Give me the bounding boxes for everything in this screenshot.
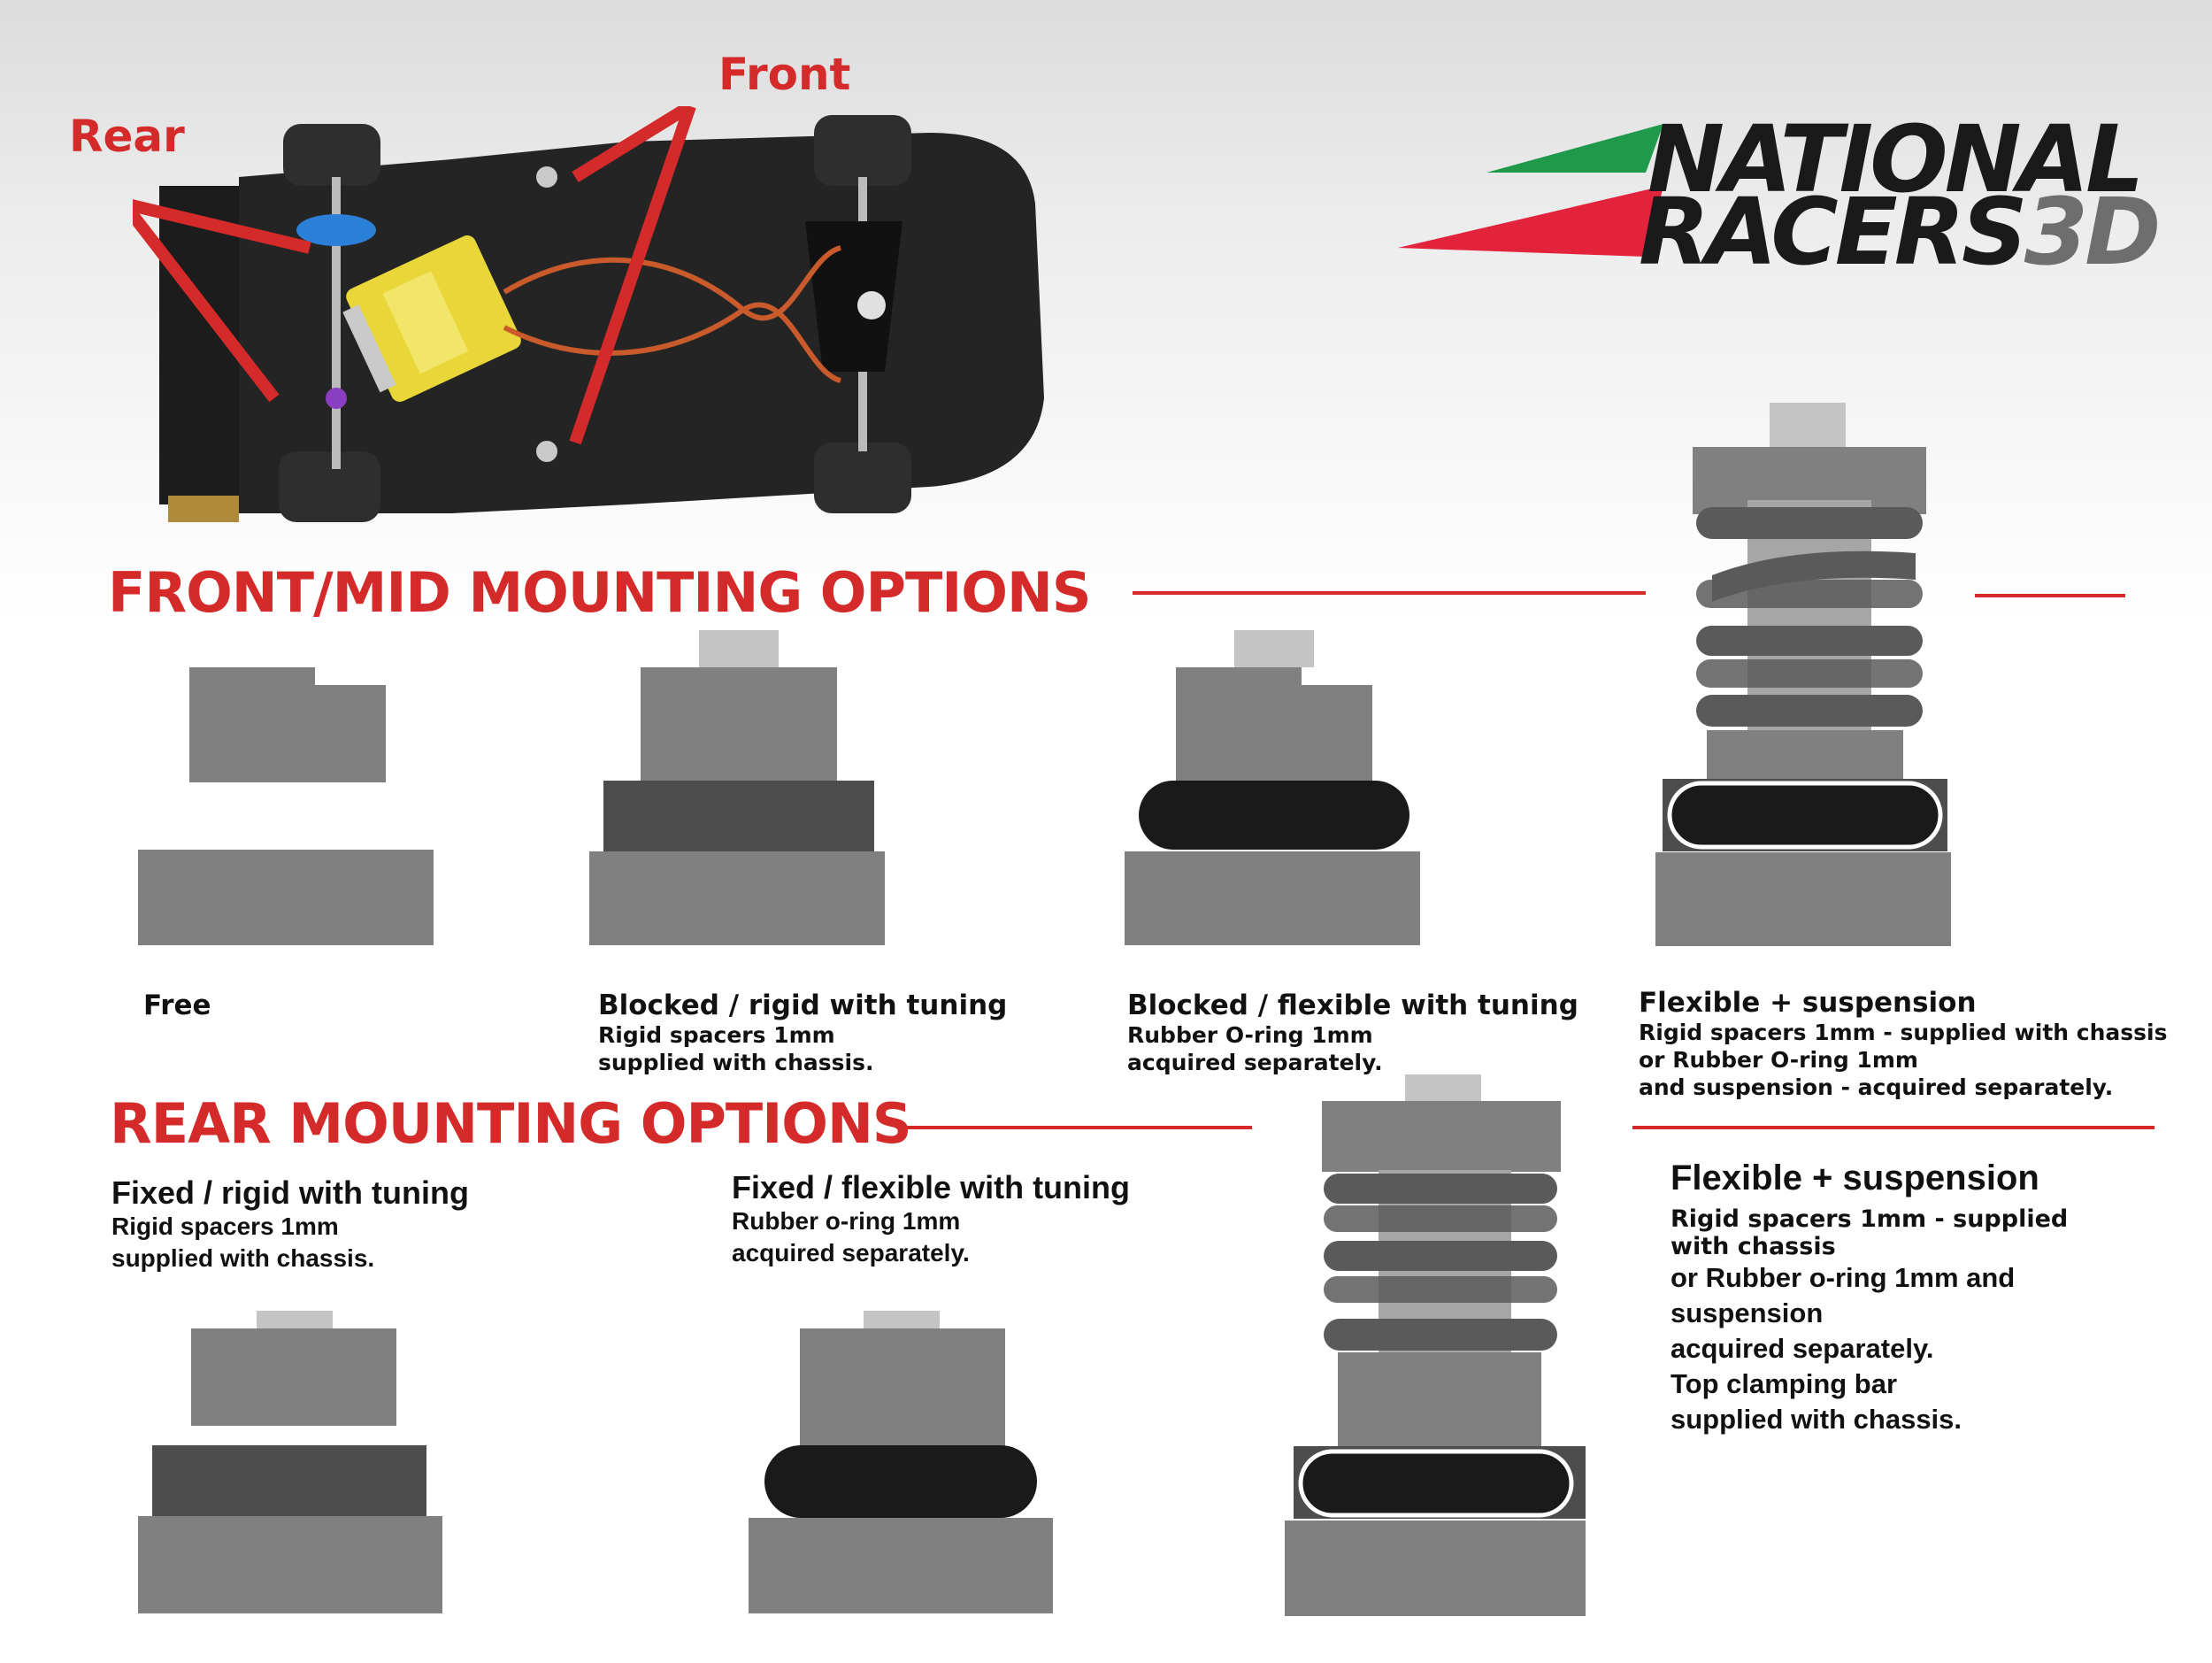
caption-blocked-rigid-title: Blocked / rigid with tuning (598, 989, 1008, 1021)
caption-free: Free (143, 989, 211, 1021)
caption-rear-suspension-line3: or Rubber o-ring 1mm and (1671, 1262, 2016, 1293)
caption-rear-flexible-title: Fixed / flexible with tuning (732, 1169, 1131, 1205)
caption-blocked-rigid: Blocked / rigid with tuning Rigid spacer… (598, 989, 1007, 1076)
caption-rear-flexible: Fixed / flexible with tuning Rubber o-ri… (732, 1170, 1130, 1269)
caption-blocked-rigid-line1: Rigid spacers 1mm (598, 1022, 835, 1048)
diagram-rear-suspension (1285, 1074, 1586, 1616)
front-mid-heading: FRONT/MID MOUNTING OPTIONS (108, 560, 1092, 625)
chassis-photo (133, 106, 1044, 522)
caption-front-suspension-line2: or Rubber O-ring 1mm (1639, 1047, 1918, 1073)
caption-rear-rigid-line1: Rigid spacers 1mm (111, 1213, 339, 1240)
front-pointer-1 (572, 106, 694, 182)
caption-front-suspension-line1: Rigid spacers 1mm - supplied with chassi… (1639, 1020, 2168, 1045)
caption-front-suspension-line3: and suspension - acquired separately. (1639, 1074, 2114, 1100)
caption-rear-suspension: Flexible + suspension Rigid spacers 1mm … (1671, 1158, 2068, 1437)
rear-bracket-base (168, 496, 239, 522)
caption-rear-rigid: Fixed / rigid with tuning Rigid spacers … (111, 1175, 469, 1274)
wire-top (503, 245, 842, 321)
caption-rear-suspension-line2: with chassis (1671, 1233, 1836, 1260)
caption-rear-suspension-line5: acquired separately. (1671, 1333, 1934, 1364)
rear-wheel-top (283, 124, 380, 186)
caption-rear-suspension-line1: Rigid spacers 1mm - supplied (1671, 1205, 2069, 1233)
caption-blocked-flexible-title: Blocked / flexible with tuning (1127, 989, 1578, 1021)
diagram-rear-flexible (749, 1311, 1053, 1613)
caption-rear-flexible-line1: Rubber o-ring 1mm (732, 1207, 961, 1235)
caption-blocked-flexible-line2: acquired separately. (1127, 1050, 1383, 1075)
rear-wheel-bottom (279, 451, 380, 522)
rear-divider-1 (902, 1126, 1252, 1129)
diagram-free (138, 667, 434, 945)
axle-bushing (326, 388, 347, 409)
motor (342, 235, 521, 402)
front-pointer-2 (569, 106, 696, 445)
caption-blocked-flexible-line1: Rubber O-ring 1mm (1127, 1022, 1373, 1048)
pivot-screw (857, 291, 886, 320)
front-divider-1 (1133, 591, 1646, 595)
rear-axle (332, 177, 341, 469)
mount-bolt-top (536, 166, 557, 188)
caption-rear-suspension-line7: supplied with chassis. (1671, 1404, 1962, 1435)
caption-free-title: Free (143, 989, 211, 1021)
rear-pointer-1 (133, 199, 311, 254)
logo-racers: RACERS (1639, 178, 2028, 286)
rear-pointer-2 (133, 204, 280, 403)
front-wheel-top (814, 115, 911, 186)
diagram-rear-rigid (138, 1311, 442, 1613)
diagram-blocked-rigid (589, 630, 885, 945)
caption-rear-suspension-line4: suspension (1671, 1297, 1824, 1328)
front-bracket (805, 221, 902, 372)
caption-blocked-flexible: Blocked / flexible with tuning Rubber O-… (1127, 989, 1578, 1076)
caption-front-suspension: Flexible + suspension Rigid spacers 1mm … (1639, 987, 2167, 1101)
wire-bottom (503, 302, 842, 383)
caption-rear-flexible-line2: acquired separately. (732, 1239, 970, 1266)
diagram-blocked-flexible (1125, 630, 1420, 945)
caption-rear-rigid-line2: supplied with chassis. (111, 1244, 375, 1272)
mount-bolt-bottom (536, 441, 557, 462)
caption-rear-suspension-title: Flexible + suspension (1671, 1159, 2039, 1197)
caption-rear-suspension-line6: Top clamping bar (1671, 1368, 1898, 1399)
caption-front-suspension-title: Flexible + suspension (1639, 987, 1977, 1019)
caption-blocked-rigid-line2: supplied with chassis. (598, 1050, 874, 1075)
rear-divider-2 (1632, 1126, 2154, 1129)
front-divider-2 (1975, 594, 2125, 597)
diagram-front-suspension (1655, 403, 1951, 946)
caption-rear-rigid-title: Fixed / rigid with tuning (111, 1174, 469, 1211)
spur-gear (296, 214, 376, 246)
rear-label: Rear (69, 111, 185, 162)
logo-line2: RACERS3D (1639, 186, 2161, 278)
logo-flag-icon (1398, 124, 1663, 257)
front-wheel-bottom (814, 443, 911, 513)
logo-3d: 3D (2024, 178, 2162, 286)
front-label: Front (718, 49, 851, 100)
rear-heading: REAR MOUNTING OPTIONS (110, 1091, 912, 1156)
logo-line1: NATIONAL (1647, 105, 2144, 213)
